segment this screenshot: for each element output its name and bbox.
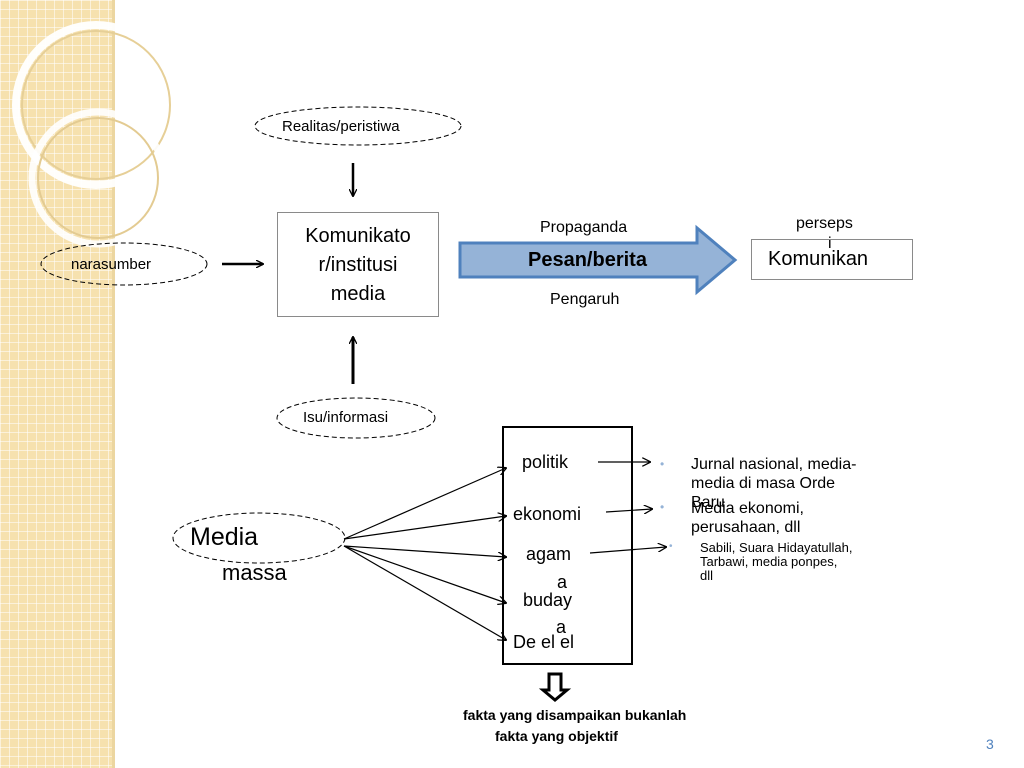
propaganda-label: Propaganda	[540, 219, 628, 236]
footer-line-2: fakta yang objektif	[495, 728, 618, 744]
komunikan-label: Komunikan	[768, 248, 869, 270]
komunikator-line-3: media	[330, 283, 386, 305]
note-2-bullet: •	[660, 500, 665, 514]
isu-ellipse	[276, 397, 436, 439]
category-de-el-el: De el el	[513, 632, 575, 652]
note-1: Jurnal nasional, media- media di masa Or…	[691, 455, 906, 512]
category-politik: politik	[522, 452, 569, 472]
komunikan-box	[751, 239, 913, 280]
realitas-ellipse	[254, 106, 462, 146]
note-1-line-2: media di masa Orde	[691, 475, 836, 492]
fan-arrows	[343, 468, 506, 640]
note-1-bullet: •	[660, 457, 665, 471]
category-agama-line-1: agam	[526, 544, 572, 564]
category-budaya-line-1: buday	[523, 590, 573, 610]
note-1-line-1: Jurnal nasional, media-	[691, 456, 857, 473]
footer-line-1: fakta yang disampaikan bukanlah	[463, 707, 687, 723]
category-box	[502, 426, 633, 665]
decorative-rings	[12, 21, 180, 248]
note-2-line-1: Media ekonomi,	[691, 500, 804, 517]
narasumber-ellipse	[40, 242, 208, 286]
komunikator-line-2: r/institusi	[318, 254, 398, 276]
note-3: Sabili, Suara Hidayatullah, Tarbawi, med…	[700, 541, 900, 583]
persepsi-label-line-2: i	[828, 235, 832, 252]
pesan-berita-label: Pesan/berita	[528, 249, 647, 271]
note-arrows	[589, 462, 666, 554]
realitas-label: Realitas/peristiwa	[282, 118, 400, 135]
isu-label: Isu/informasi	[303, 409, 389, 426]
hollow-down-arrow	[538, 672, 572, 702]
media-massa-line-1: Media	[190, 523, 259, 551]
pengaruh-label: Pengaruh	[550, 291, 620, 308]
page-number: 3	[986, 736, 994, 752]
narasumber-label: narasumber	[71, 256, 152, 273]
category-budaya-line-2: a	[556, 617, 567, 637]
pesan-block-arrow	[458, 224, 738, 296]
note-3-line-1: Sabili, Suara Hidayatullah,	[700, 540, 853, 555]
note-1-line-3: Baru	[691, 494, 725, 511]
sidebar-border	[112, 0, 115, 768]
note-2-line-2: perusahaan, dll	[691, 519, 801, 536]
note-3-bullet: •	[669, 541, 673, 552]
category-ekonomi: ekonomi	[513, 504, 582, 524]
komunikator-box: Komunikato r/institusi media	[277, 212, 439, 317]
note-3-line-3: dll	[700, 568, 714, 583]
persepsi-label-line-1: perseps	[796, 215, 853, 232]
category-agama-line-2: a	[557, 572, 568, 592]
media-massa-line-2: massa	[222, 560, 287, 585]
note-2: Media ekonomi, perusahaan, dll	[691, 499, 906, 537]
note-3-line-2: Tarbawi, media ponpes,	[700, 554, 838, 569]
komunikator-line-1: Komunikato	[305, 225, 411, 247]
